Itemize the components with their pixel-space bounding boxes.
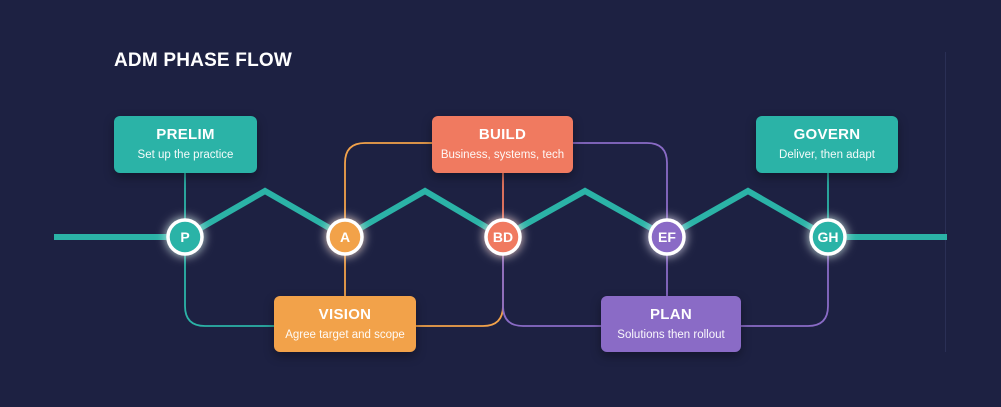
divider-line — [945, 52, 946, 352]
phase-node-label: GH — [818, 229, 839, 245]
phase-node-label: A — [340, 229, 350, 245]
card-subtitle: Set up the practice — [137, 149, 234, 161]
card-subtitle: Deliver, then adapt — [779, 149, 875, 161]
card-subtitle: Solutions then rollout — [617, 329, 725, 341]
card-title: PLAN — [649, 306, 693, 323]
card-title: VISION — [318, 306, 372, 323]
phase-node-gh[interactable]: GH — [809, 218, 847, 256]
card-build[interactable]: BUILD Business, systems, tech — [432, 116, 573, 173]
connector-p-vision — [184, 255, 274, 327]
card-title: GOVERN — [793, 126, 861, 143]
phase-node-a[interactable]: A — [326, 218, 364, 256]
card-title: BUILD — [478, 126, 527, 143]
card-subtitle: Business, systems, tech — [440, 149, 565, 161]
phase-node-label: EF — [658, 229, 676, 245]
connector-bd-plan — [502, 255, 601, 327]
card-plan[interactable]: PLAN Solutions then rollout — [601, 296, 741, 352]
diagram-title: ADM PHASE FLOW — [114, 50, 293, 71]
phase-node-bd[interactable]: BD — [484, 218, 522, 256]
connector-plan-gh — [740, 255, 829, 327]
phase-node-ef[interactable]: EF — [648, 218, 686, 256]
connector-a-build — [344, 142, 432, 219]
connector-build-ef — [573, 142, 668, 219]
card-prelim[interactable]: PRELIM Set up the practice — [114, 116, 257, 173]
card-vision[interactable]: VISION Agree target and scope — [274, 296, 416, 352]
connector-vision-bd — [416, 255, 504, 327]
card-title: PRELIM — [156, 126, 215, 143]
phase-node-p[interactable]: P — [166, 218, 204, 256]
card-govern[interactable]: GOVERN Deliver, then adapt — [756, 116, 898, 173]
phase-node-label: BD — [493, 229, 513, 245]
card-subtitle: Agree target and scope — [285, 329, 405, 341]
phase-node-label: P — [180, 229, 189, 245]
